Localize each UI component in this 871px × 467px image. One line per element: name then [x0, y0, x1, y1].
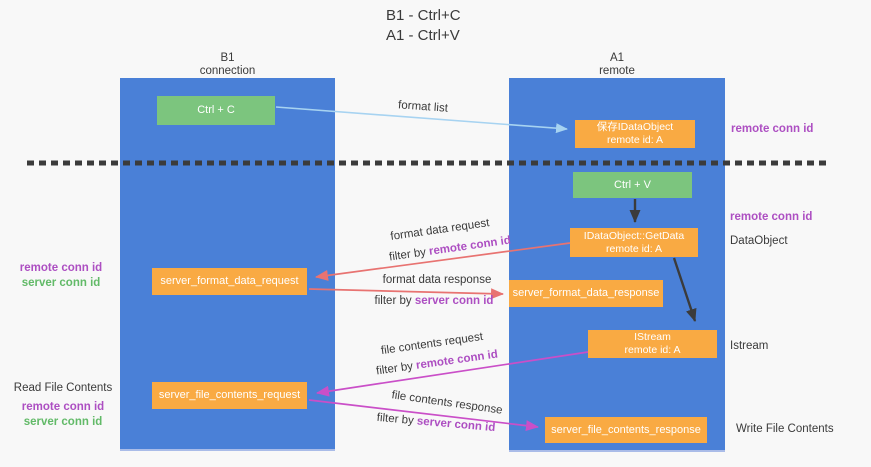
node-istream-line1: IStream — [634, 331, 671, 343]
format-list-label: format list — [397, 99, 449, 115]
left-conn-id-group-1: remote conn id server conn id — [8, 261, 114, 291]
node-save-idataobject-line1: 保存IDataObject — [596, 121, 674, 133]
node-idataobject-getdata: IDataObject::GetData remote id: A — [570, 228, 698, 257]
file-contents-response-label: file contents response — [390, 389, 504, 417]
remote-conn-id-annotation-mid: remote conn id — [730, 211, 813, 223]
istream-annotation: Istream — [730, 340, 769, 352]
lane-left-subname: connection — [199, 65, 256, 77]
title-line-1: B1 - Ctrl+C — [386, 7, 461, 24]
node-istream-line2: remote id: A — [624, 344, 681, 356]
diagram-title: B1 - Ctrl+C A1 - Ctrl+V — [386, 6, 461, 45]
node-server-file-contents-request: server_file_contents_request — [152, 382, 307, 409]
filter-by-text: filter by — [375, 359, 417, 378]
dataobject-annotation: DataObject — [730, 235, 788, 247]
remote-conn-id-annotation-top: remote conn id — [731, 123, 814, 135]
remote-conn-id-text: remote conn id — [415, 348, 499, 372]
node-server-file-contents-response-label: server_file_contents_response — [551, 423, 701, 436]
node-ctrl-c-label: Ctrl + C — [197, 104, 235, 116]
node-getdata-line1: IDataObject::GetData — [583, 229, 685, 242]
node-server-format-data-response-label: server_format_data_response — [512, 287, 660, 299]
node-ctrl-v-label: Ctrl + V — [614, 178, 651, 191]
node-getdata-line2: remote id: A — [605, 242, 663, 255]
lane-right-subname: remote — [599, 65, 635, 77]
node-istream: IStream remote id: A — [588, 330, 717, 358]
write-file-contents-annotation: Write File Contents — [736, 423, 834, 435]
left-conn-id-group-2: Read File Contents remote conn id server… — [8, 381, 118, 430]
filter-by-text: filter by — [388, 245, 430, 264]
node-save-idataobject: 保存IDataObject remote id: A — [575, 120, 695, 148]
remote-conn-id-text: remote conn id — [428, 234, 512, 258]
filter-by-server-conn-id-label-1: filter by server conn id — [375, 295, 494, 307]
node-server-format-data-request-label: server_format_data_request — [160, 275, 299, 287]
left-remote-conn-id-2: remote conn id — [21, 401, 105, 413]
read-file-contents-annotation: Read File Contents — [13, 382, 113, 394]
node-server-format-data-response: server_format_data_response — [509, 280, 663, 307]
lane-header-a1-remote: A1 remote — [509, 52, 725, 78]
server-conn-id-text: server conn id — [414, 295, 494, 307]
node-server-file-contents-request-label: server_file_contents_request — [158, 389, 301, 401]
filter-by-text: filter by — [376, 411, 418, 428]
format-data-response-label: format data response — [382, 274, 492, 286]
node-server-file-contents-response: server_file_contents_response — [545, 417, 707, 443]
format-data-response-arrow — [308, 288, 504, 300]
lane-right-name: A1 — [609, 52, 625, 64]
server-conn-id-text: server conn id — [416, 415, 496, 435]
title-line-2: A1 - Ctrl+V — [386, 26, 460, 44]
node-server-format-data-request: server_format_data_request — [152, 268, 307, 295]
lane-left-name: B1 — [220, 52, 235, 64]
left-remote-conn-id-1: remote conn id — [19, 262, 103, 274]
left-server-conn-id-1: server conn id — [21, 277, 101, 289]
node-ctrl-c: Ctrl + C — [157, 96, 275, 125]
left-server-conn-id-2: server conn id — [23, 416, 103, 428]
lane-header-b1-connection: B1 connection — [120, 52, 335, 78]
filter-by-server-conn-id-label-2: filter by server conn id — [376, 412, 495, 434]
filter-by-text: filter by — [374, 295, 415, 307]
node-save-idataobject-line2: remote id: A — [606, 134, 664, 146]
node-ctrl-v: Ctrl + V — [573, 172, 692, 198]
